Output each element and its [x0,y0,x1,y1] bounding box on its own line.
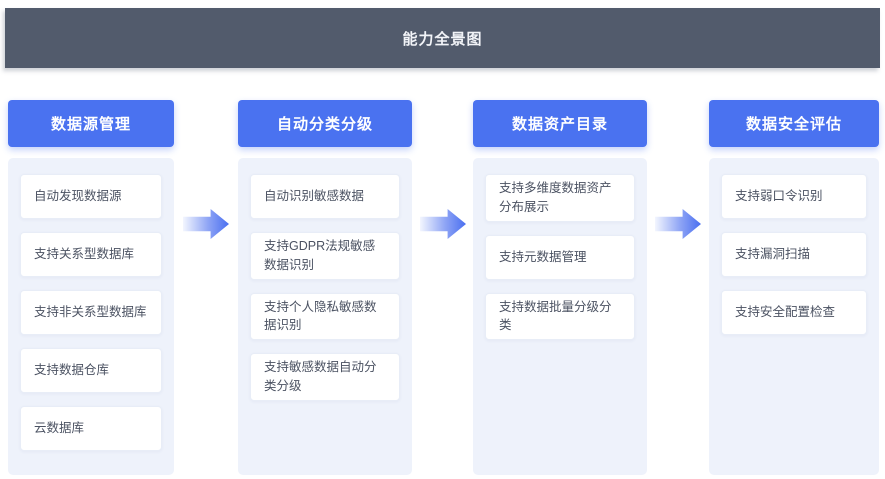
card-label: 支持安全配置检查 [735,305,836,320]
column-header: 数据资产目录 [473,100,647,147]
capability-card: 支持弱口令识别 [721,174,867,219]
column-panel: 自动识别敏感数据 支持GDPR法规敏感数据识别 支持个人隐私敏感数据识别 支持敏… [238,158,412,475]
column-data-source-management: 数据源管理 自动发现数据源 支持关系型数据库 支持非关系型数据库 支持数据仓库 … [8,100,174,475]
capability-card: 支持多维度数据资产分布展示 [485,174,635,222]
card-label: 云数据库 [34,421,85,436]
capability-card: 支持元数据管理 [485,234,635,280]
card-label: 支持元数据管理 [499,249,587,264]
flow-arrow-icon [420,209,466,239]
column-panel: 支持弱口令识别 支持漏洞扫描 支持安全配置检查 [709,158,879,475]
card-label: 支持漏洞扫描 [735,247,811,262]
card-label: 支持多维度数据资产分布展示 [499,181,612,214]
flow-arrow-icon [655,209,701,239]
capability-card: 支持漏洞扫描 [721,232,867,277]
capability-card: 支持敏感数据自动分类分级 [250,353,400,401]
card-label: 自动识别敏感数据 [264,189,365,204]
card-label: 支持关系型数据库 [34,247,135,262]
card-label: 自动发现数据源 [34,189,122,204]
card-label: 支持非关系型数据库 [34,305,147,320]
column-header: 自动分类分级 [238,100,412,147]
title-banner: 能力全景图 [5,8,880,68]
capability-card: 自动发现数据源 [20,174,162,219]
card-label: 支持弱口令识别 [735,189,823,204]
capability-card: 支持关系型数据库 [20,232,162,277]
column-panel: 支持多维度数据资产分布展示 支持元数据管理 支持数据批量分级分类 [473,158,647,475]
card-label: 支持数据仓库 [34,363,110,378]
capability-card: 支持数据批量分级分类 [485,292,635,340]
capability-card: 支持个人隐私敏感数据识别 [250,292,400,340]
card-label: 支持数据批量分级分类 [499,299,612,333]
capability-card: 自动识别敏感数据 [250,174,400,219]
capability-card: 支持数据仓库 [20,348,162,393]
column-header: 数据源管理 [8,100,174,147]
column-auto-classification: 自动分类分级 自动识别敏感数据 支持GDPR法规敏感数据识别 支持个人隐私敏感数… [238,100,412,475]
column-data-security-assessment: 数据安全评估 支持弱口令识别 支持漏洞扫描 支持安全配置检查 [709,100,879,475]
capability-card: 云数据库 [20,406,162,451]
card-label: 支持GDPR法规敏感数据识别 [264,239,376,272]
capability-card: 支持安全配置检查 [721,290,867,335]
column-header: 数据安全评估 [709,100,879,147]
capability-card: 支持非关系型数据库 [20,290,162,335]
flow-arrow-icon [183,209,229,239]
column-panel: 自动发现数据源 支持关系型数据库 支持非关系型数据库 支持数据仓库 云数据库 [8,158,174,475]
capability-card: 支持GDPR法规敏感数据识别 [250,232,400,280]
card-label: 支持个人隐私敏感数据识别 [264,299,377,333]
card-label: 支持敏感数据自动分类分级 [264,360,377,393]
page-title: 能力全景图 [402,30,483,48]
column-data-asset-catalog: 数据资产目录 支持多维度数据资产分布展示 支持元数据管理 支持数据批量分级分类 [473,100,647,475]
